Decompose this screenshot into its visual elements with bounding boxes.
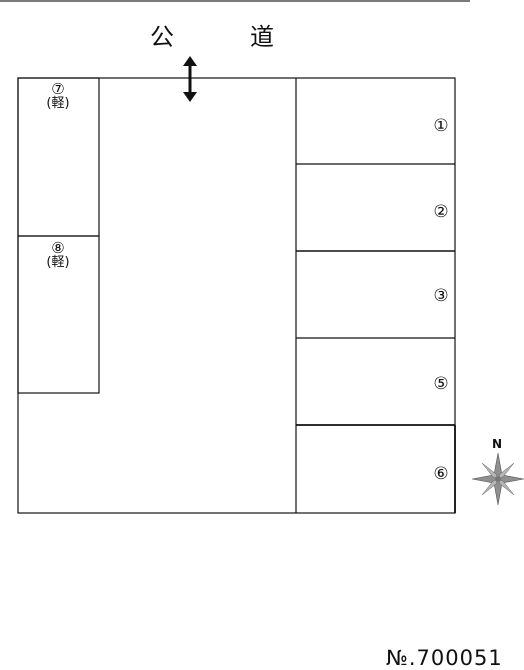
space-8-kei-tag: (軽) (46, 255, 70, 270)
compass-rose-icon (471, 452, 524, 506)
lot-boundary (17, 77, 456, 514)
space-1-number: ① (433, 116, 449, 136)
space-5-number: ⑤ (433, 374, 449, 394)
space-7-label: ⑦ (軽) (44, 81, 72, 111)
space-7-number: ⑦ (51, 80, 65, 98)
parking-space-8 (17, 235, 100, 394)
road-edge-line (0, 0, 470, 2)
entrance-arrow-icon (183, 56, 197, 102)
space-7-kei-tag: (軽) (46, 96, 70, 111)
compass-north-label: N (491, 437, 503, 451)
space-3-number: ③ (433, 286, 449, 306)
space-6-number: ⑥ (433, 464, 449, 484)
space-8-label: ⑧ (軽) (44, 240, 72, 270)
space-8-number: ⑧ (51, 239, 65, 257)
document-number: №.700051 (386, 646, 503, 670)
space-2-number: ② (433, 202, 449, 222)
